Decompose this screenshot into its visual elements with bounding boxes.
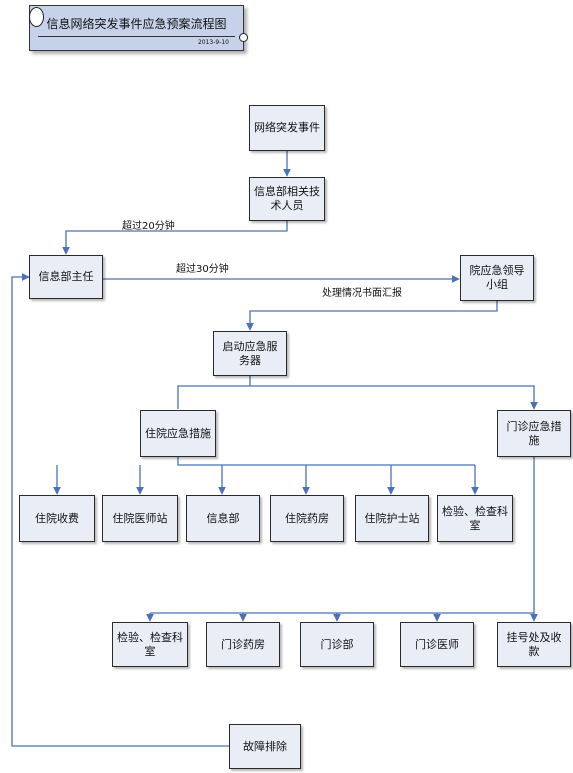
edge-fault-return xyxy=(11,273,229,747)
node-outpatient-measures: 门诊应急措施 xyxy=(497,410,571,457)
node-outpatient-pharmacy: 门诊药房 xyxy=(206,622,280,667)
edge-staff-to-director xyxy=(62,221,288,255)
node-registration-billing: 挂号处及收款 xyxy=(497,622,571,667)
title-card: 信息网络突发事件应急预案流程图 2013-9-10 xyxy=(29,5,244,51)
node-inpatient-nurse-station: 住院护士站 xyxy=(355,495,429,542)
node-leadership-group: 院应急领导小组 xyxy=(460,255,534,301)
node-start-server: 启动应急服务器 xyxy=(213,331,287,376)
node-inpatient-pharmacy: 住院药房 xyxy=(270,495,344,542)
edge-inpatient-bus xyxy=(177,457,475,466)
node-fault-cleared: 故障排除 xyxy=(229,724,301,769)
label-written-report: 处理情况书面汇报 xyxy=(322,288,402,299)
label-over-30min: 超过30分钟 xyxy=(176,264,229,275)
title-date: 2013-9-10 xyxy=(197,39,229,46)
node-inpatient-lab: 检验、检查科室 xyxy=(437,495,513,542)
label-over-20min: 超过20分钟 xyxy=(122,221,175,232)
node-inpatient-doctor-station: 住院医师站 xyxy=(102,495,178,542)
edge-server-to-branches xyxy=(177,376,534,409)
node-it-staff: 信息部相关技术人员 xyxy=(249,177,325,221)
node-outpatient-lab: 检验、检查科室 xyxy=(112,622,188,667)
node-network-incident: 网络突发事件 xyxy=(249,105,325,151)
node-outpatient-dept: 门诊部 xyxy=(300,622,374,667)
node-it-director: 信息部主任 xyxy=(29,255,103,299)
node-it-department: 信息部 xyxy=(186,495,260,542)
node-inpatient-measures: 住院应急措施 xyxy=(140,410,216,457)
node-outpatient-doctor: 门诊医师 xyxy=(400,622,474,667)
diagram-title: 信息网络突发事件应急预案流程图 xyxy=(46,17,227,31)
node-inpatient-billing: 住院收费 xyxy=(19,495,95,542)
title-circle-left xyxy=(29,7,44,27)
edge-group-to-server xyxy=(246,301,498,331)
title-circle-right xyxy=(239,33,248,42)
title-rule xyxy=(38,36,235,37)
